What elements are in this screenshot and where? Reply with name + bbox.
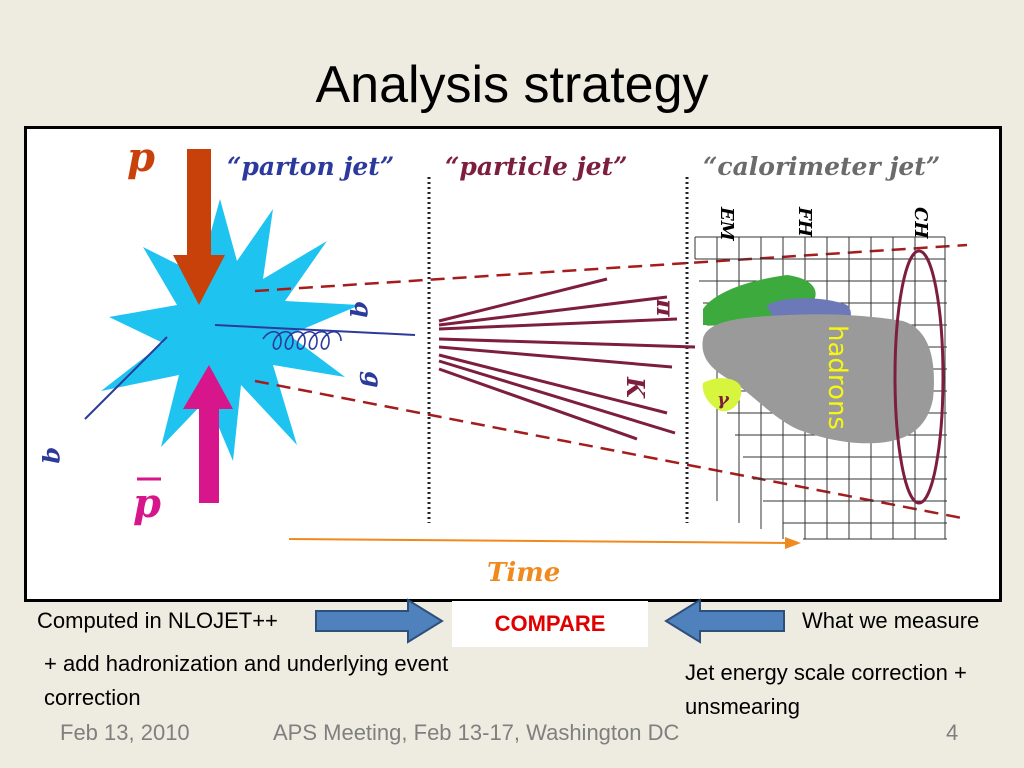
calorimeter-jet-ellipse: [893, 249, 945, 505]
gluon-line: [262, 330, 342, 350]
quark-line: [214, 324, 416, 336]
jet-diagram-figure: p p “parton jet” “particle jet” “calorim…: [41, 134, 968, 588]
slide-title: Analysis strategy: [315, 56, 709, 114]
proton-arrow-head: [173, 255, 225, 305]
measure-label: What we measure: [802, 608, 980, 633]
proton-label: p: [127, 134, 155, 181]
photon-deposit-yellow: [702, 378, 742, 412]
computed-label: Computed in NLOJET++: [37, 608, 278, 633]
page-number: 4: [946, 720, 959, 745]
hadron-deposit-gray: [702, 314, 934, 444]
photon-label: γ: [717, 389, 730, 410]
right-arrow-icon: [315, 598, 444, 644]
antiquark-line: [84, 336, 168, 420]
quark-label: q: [349, 301, 378, 318]
jet-cone-upper: [254, 243, 968, 293]
antiproton-arrow-head: [183, 365, 233, 409]
antiquark-label: q: [41, 447, 70, 464]
particle-spray: [438, 277, 696, 441]
kaon-label: K: [621, 376, 650, 399]
compare-label: COMPARE: [452, 601, 648, 647]
footer-date: Feb 13, 2010: [60, 720, 190, 745]
calorimeter-jet-label: “calorimeter jet”: [703, 152, 940, 181]
parton-jet-label: “parton jet”: [227, 152, 394, 181]
fh-layer-label: FH: [794, 206, 815, 238]
hadrons-label: hadrons: [822, 325, 852, 430]
particle-jet-label: “particle jet”: [445, 152, 627, 181]
hadronization-note: + add hadronization and underlying event…: [44, 651, 449, 710]
left-arrow-icon: [664, 598, 785, 644]
jet-diagram: p p “parton jet” “particle jet” “calorim…: [24, 126, 1002, 602]
footer-event: APS Meeting, Feb 13-17, Washington DC: [273, 720, 680, 745]
antiproton-label: p: [133, 480, 161, 527]
jet-cone-lower: [254, 379, 968, 521]
gluon-label: g: [359, 371, 388, 388]
pion-label: π: [651, 298, 680, 317]
time-arrow-head: [785, 537, 801, 549]
antiproton-arrow-shaft: [199, 407, 219, 503]
jet-energy-scale-note: Jet energy scale correction + unsmearing: [685, 660, 967, 719]
ch-layer-label: CH: [910, 207, 931, 239]
proton-arrow-shaft: [187, 149, 211, 259]
em-layer-label: EM: [716, 206, 737, 242]
time-label: Time: [487, 558, 560, 588]
time-arrow-line: [288, 538, 790, 544]
collision-star: [101, 199, 360, 461]
